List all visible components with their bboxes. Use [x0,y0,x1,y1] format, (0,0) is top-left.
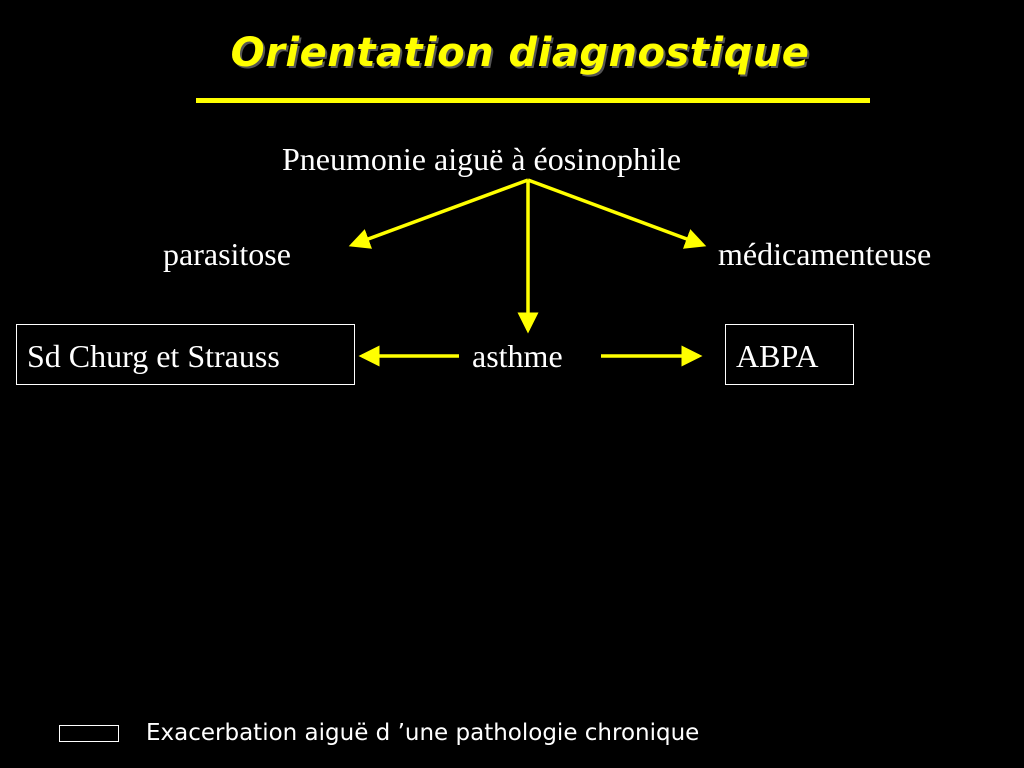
node-root: Pneumonie aiguë à éosinophile [282,141,682,177]
node-churg-strauss-box: Sd Churg et Strauss [16,324,355,385]
arrow-root-to-parasitose [348,178,529,249]
arrow-root-to-medicamenteuse [527,178,707,249]
node-abpa-box: ABPA [725,324,854,385]
legend-text: Exacerbation aiguë d ’une pathologie chr… [146,720,700,746]
title-underline [196,98,870,103]
node-medicamenteuse: médicamenteuse [718,236,932,272]
slide-title: Orientation diagnostique [230,30,810,76]
node-asthme: asthme [472,338,563,374]
node-parasitose: parasitose [163,236,291,272]
legend-swatch [59,725,119,742]
